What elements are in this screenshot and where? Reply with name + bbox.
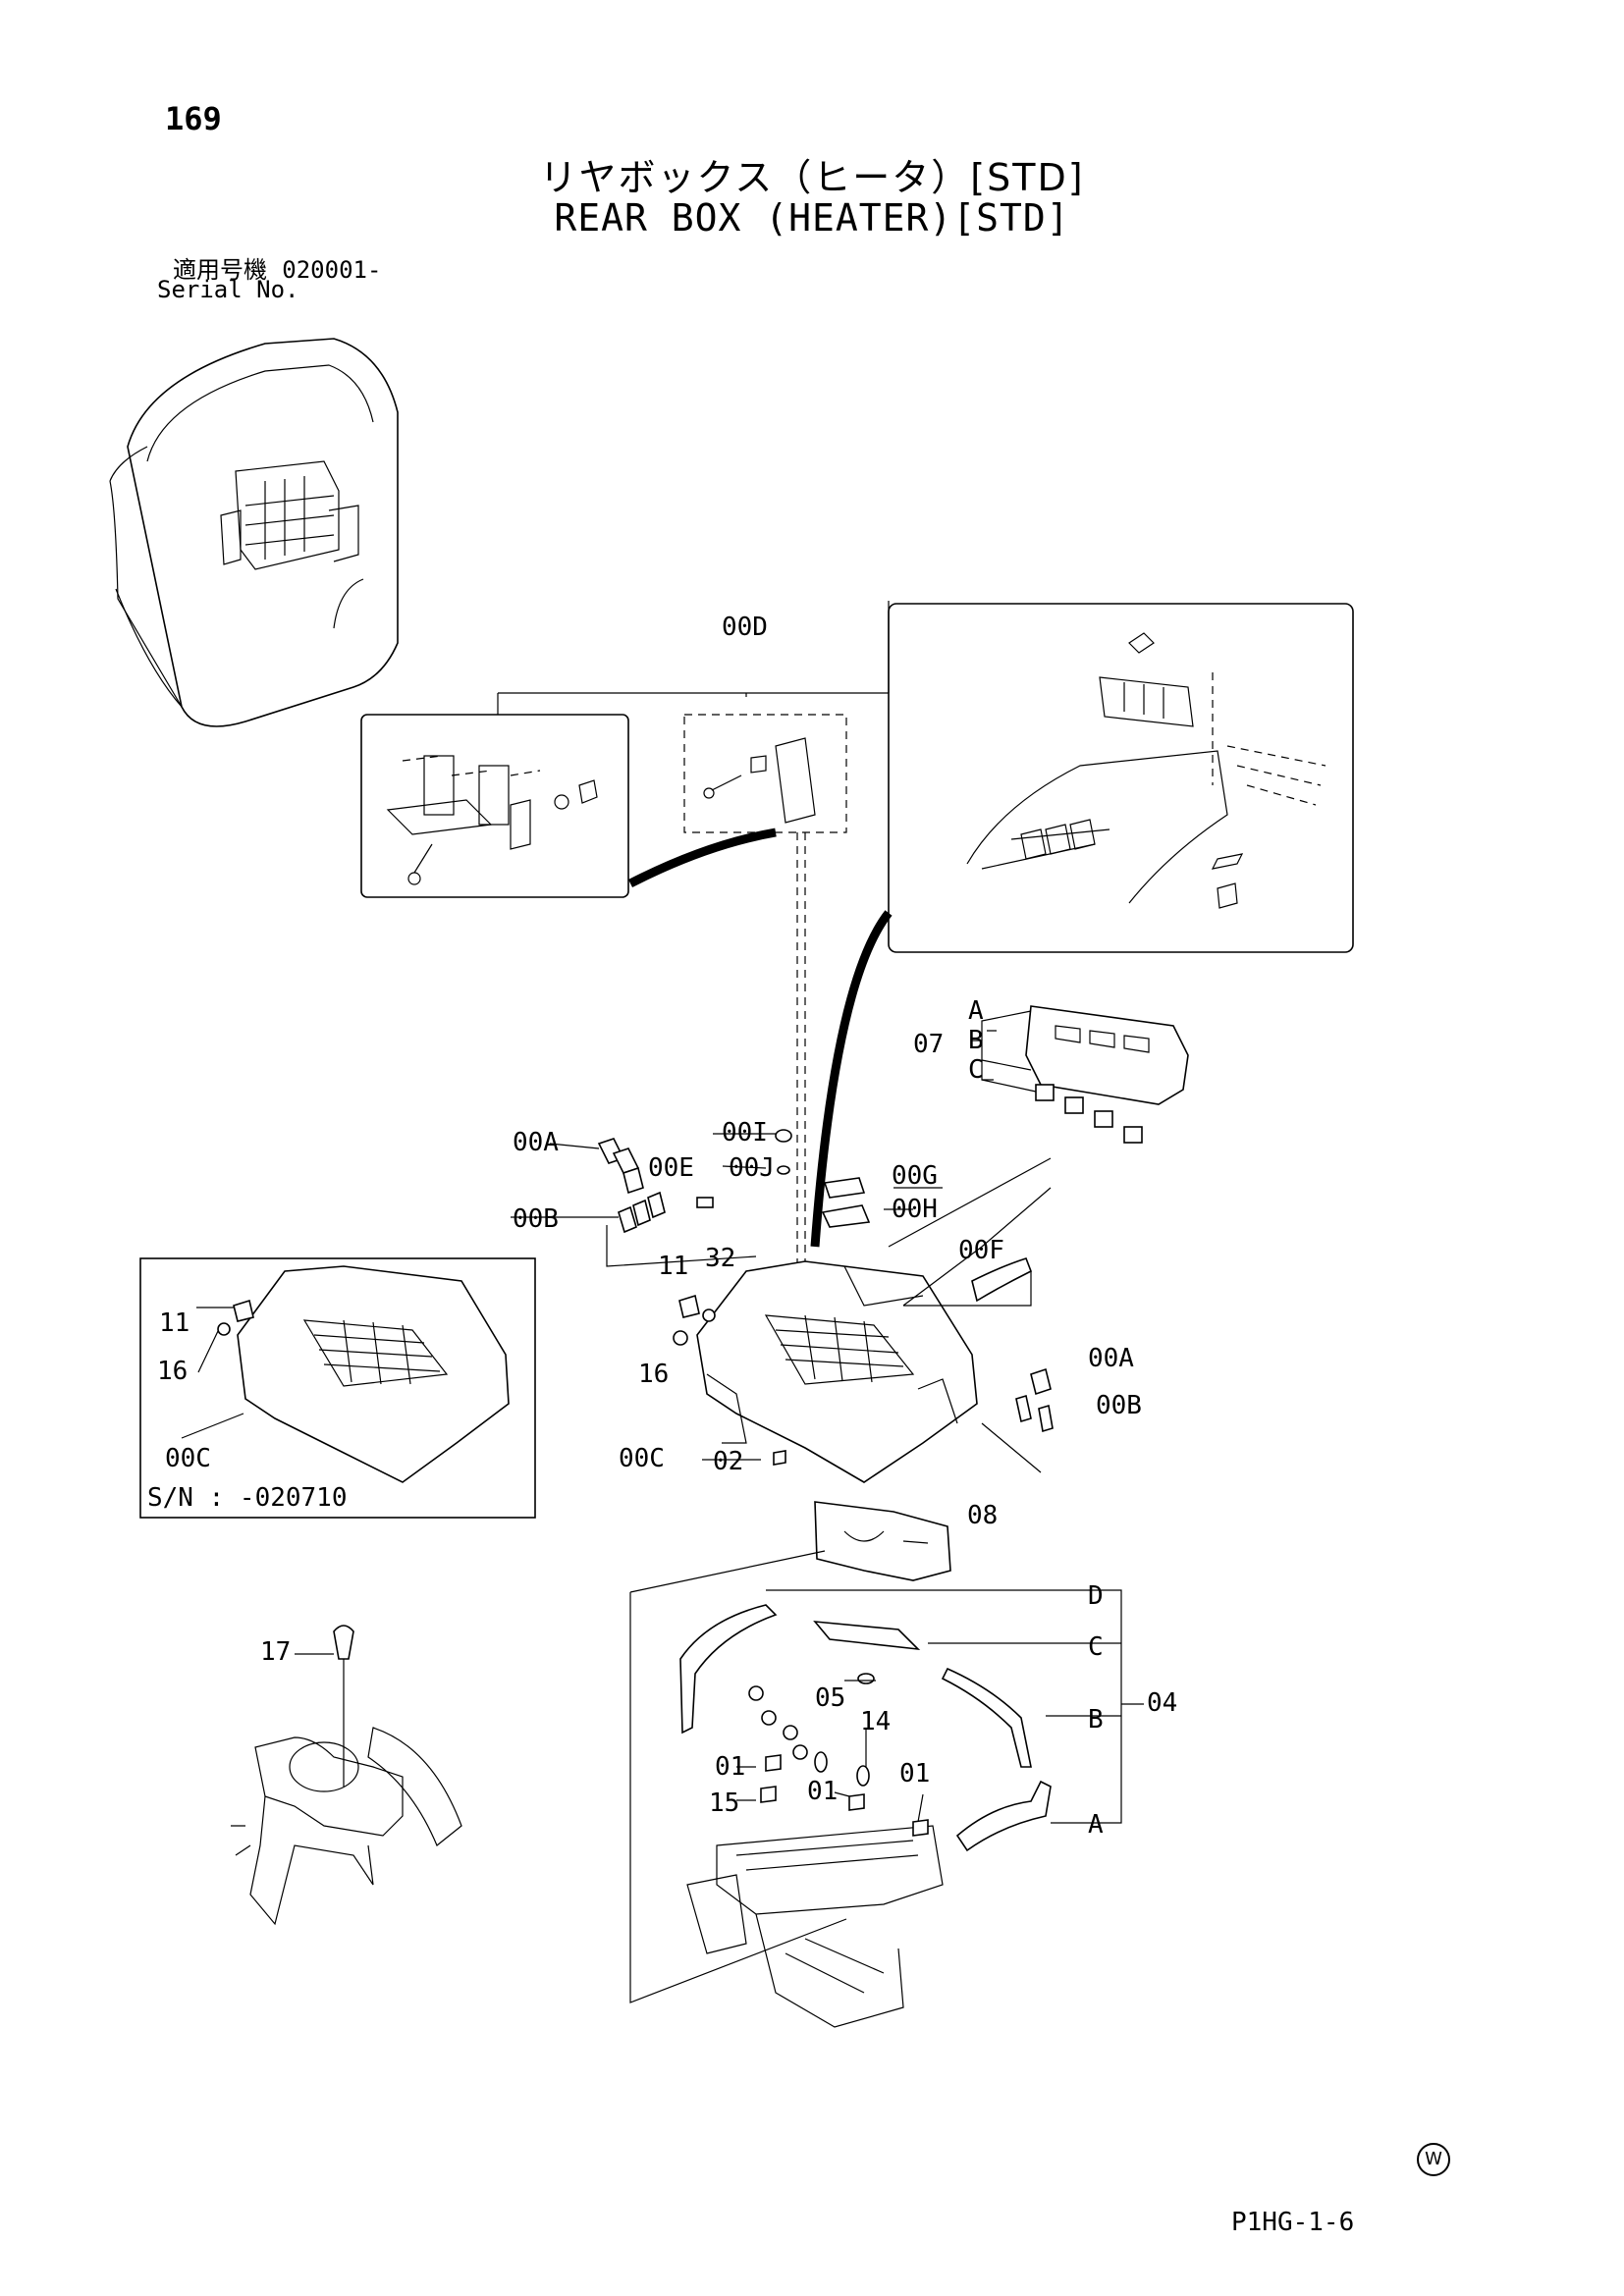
callout-01-b: 01 (807, 1777, 838, 1806)
callout-04-B: B (1088, 1705, 1104, 1735)
small-parts-rear-box (597, 1129, 1054, 1466)
callout-00B-right: 00B (1096, 1391, 1142, 1420)
callout-05: 05 (815, 1683, 845, 1713)
callout-00J: 00J (729, 1153, 775, 1183)
callout-00G: 00G (892, 1161, 938, 1191)
part-07-switch-panel (1025, 1005, 1189, 1144)
callout-01-c: 01 (899, 1759, 930, 1789)
callout-00H: 00H (892, 1195, 938, 1224)
callout-16: 16 (638, 1360, 669, 1389)
callout-00F: 00F (958, 1236, 1004, 1265)
title-japanese: リヤボックス（ヒータ）[STD] (539, 156, 1085, 199)
inset-callout-11: 11 (159, 1308, 189, 1338)
callout-02: 02 (713, 1447, 743, 1476)
callout-00D: 00D (722, 613, 768, 642)
serial-value: 020001- (282, 256, 382, 284)
part-17-heater-unit (231, 1625, 462, 1926)
callout-00C: 00C (619, 1444, 665, 1473)
callout-07: 07 (913, 1030, 944, 1059)
page-number: 169 (165, 100, 222, 137)
inset-callout-00C: 00C (165, 1444, 211, 1473)
callout-00I: 00I (722, 1118, 768, 1148)
callout-32: 32 (705, 1244, 735, 1273)
callout-04-D: D (1088, 1581, 1104, 1611)
callout-00E: 00E (648, 1153, 694, 1183)
serial-label-en: Serial No. (157, 276, 299, 303)
callout-01-a: 01 (715, 1752, 745, 1782)
callout-07-B: B (968, 1026, 984, 1055)
inset-callout-16: 16 (157, 1357, 188, 1386)
detail-box-left (360, 714, 629, 898)
part-04-frame (679, 1604, 1052, 2028)
part-00C-rear-box (696, 1260, 978, 1483)
title-english: REAR BOX (HEATER)[STD] (554, 196, 1070, 240)
detail-box-right (888, 603, 1354, 953)
part-08-bracket (814, 1501, 951, 1581)
callout-00B: 00B (513, 1204, 559, 1234)
serial-applicability: 適用号機 020001- (173, 250, 381, 285)
callout-07-A: A (968, 996, 984, 1026)
document-code: P1HG-1-6 (1231, 2208, 1355, 2237)
inset-serial-number: S/N : -020710 (147, 1483, 348, 1513)
small-parts-04 (736, 1673, 929, 1837)
callout-14: 14 (860, 1707, 891, 1736)
callout-00A: 00A (513, 1128, 559, 1157)
callout-04-A: A (1088, 1810, 1104, 1840)
callout-04: 04 (1147, 1688, 1177, 1718)
callout-labels: 00D 07 A B C 00A 00E 00I 00J 00G 00H 00B… (147, 613, 1177, 1840)
callout-04-C: C (1088, 1632, 1104, 1662)
callout-00A-right: 00A (1088, 1344, 1134, 1373)
watermark-symbol: W (1417, 2143, 1450, 2176)
callout-17: 17 (260, 1637, 291, 1667)
callout-08: 08 (967, 1501, 998, 1530)
detail-00D (683, 714, 847, 833)
callout-15: 15 (709, 1789, 739, 1818)
callout-11: 11 (658, 1252, 688, 1281)
serial-label-jp: 適用号機 (173, 256, 267, 284)
inset-old-rear-box (139, 1257, 536, 1519)
cab-overview-illustration (109, 338, 399, 727)
callout-07-C: C (968, 1055, 984, 1085)
